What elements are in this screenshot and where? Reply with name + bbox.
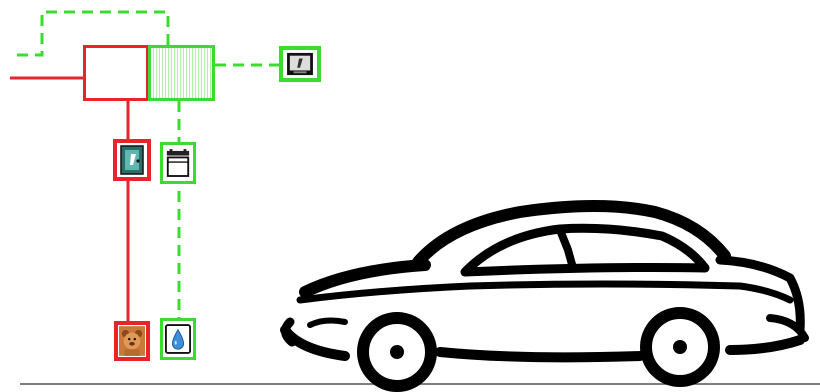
car-rear-wheel: [646, 313, 714, 381]
door-node[interactable]: [113, 139, 151, 181]
bear-icon: [119, 326, 145, 356]
tv-node[interactable]: [279, 46, 321, 82]
tv-icon: [285, 52, 315, 76]
water-drop-node[interactable]: [160, 318, 196, 360]
bear-node[interactable]: [114, 321, 150, 361]
car-side-stripe: [300, 284, 790, 300]
inactive-junction-node[interactable]: [148, 45, 215, 101]
car-illustration: [285, 206, 805, 386]
cooking-pan-icon: [165, 147, 191, 179]
car-front-wheel: [363, 318, 431, 386]
door-icon: [119, 145, 145, 175]
cooking-pan-node[interactable]: [160, 142, 196, 184]
car-headlight: [310, 321, 345, 325]
car-window: [465, 228, 705, 272]
active-junction-node[interactable]: [83, 45, 149, 101]
water-drop-icon: [165, 323, 191, 355]
car-pillar: [560, 230, 573, 268]
